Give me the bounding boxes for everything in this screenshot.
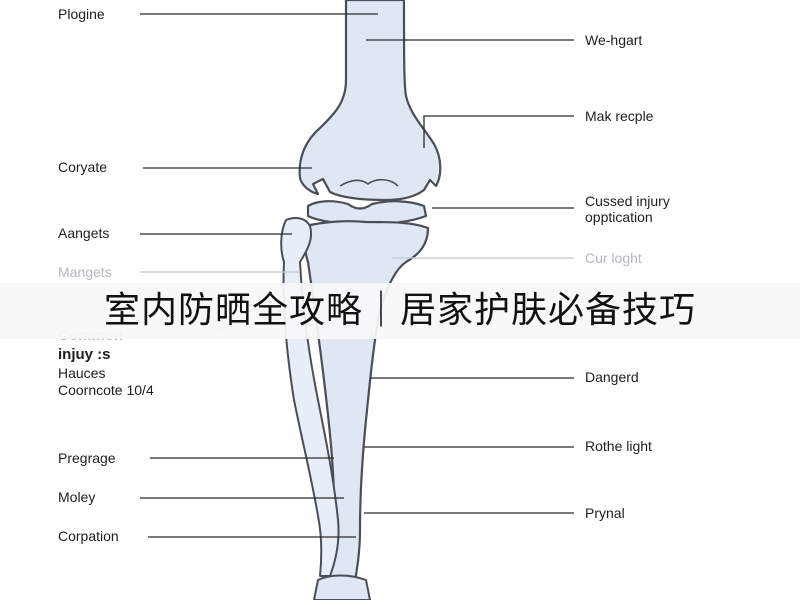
leader-lines-right [364,39,574,514]
label-rothe-light: Rothe light [585,438,652,454]
label-dangerd: Dangerd [585,369,639,385]
tibial-plateau [306,200,428,226]
label-aangets: Aangets [58,225,110,241]
leader-mak-recple [423,115,574,148]
femur-bone [298,0,442,202]
label-corpation: Corpation [58,528,119,544]
banner-title: 室内防晒全攻略｜居家护肤必备技巧 [103,290,696,331]
label-cussed-injury-1: Cussed injury [585,193,670,209]
label-cur-loght: Cur loght [585,250,642,266]
label-pregrage: Pregrage [58,450,116,466]
label-mangets: Mangets [58,264,112,280]
femur-notch [339,178,399,187]
ankle-fragment [312,574,372,601]
note-line2: Hauces [58,365,106,381]
label-mak-recple: Mak recple [585,108,654,124]
leader-lines-left [140,13,378,538]
label-prynal: Prynal [585,505,625,521]
label-we-hgart: We-hgart [585,32,643,48]
note-line3: Coorncote 10/4 [58,382,154,398]
label-coryate: Coryate [58,159,108,175]
note-line1: injuy :s [58,346,111,363]
title-banner [0,283,800,339]
label-moley: Moley [58,489,96,505]
label-cussed-injury-2: opptication [585,209,653,225]
label-plogine: Plogine [58,6,105,22]
